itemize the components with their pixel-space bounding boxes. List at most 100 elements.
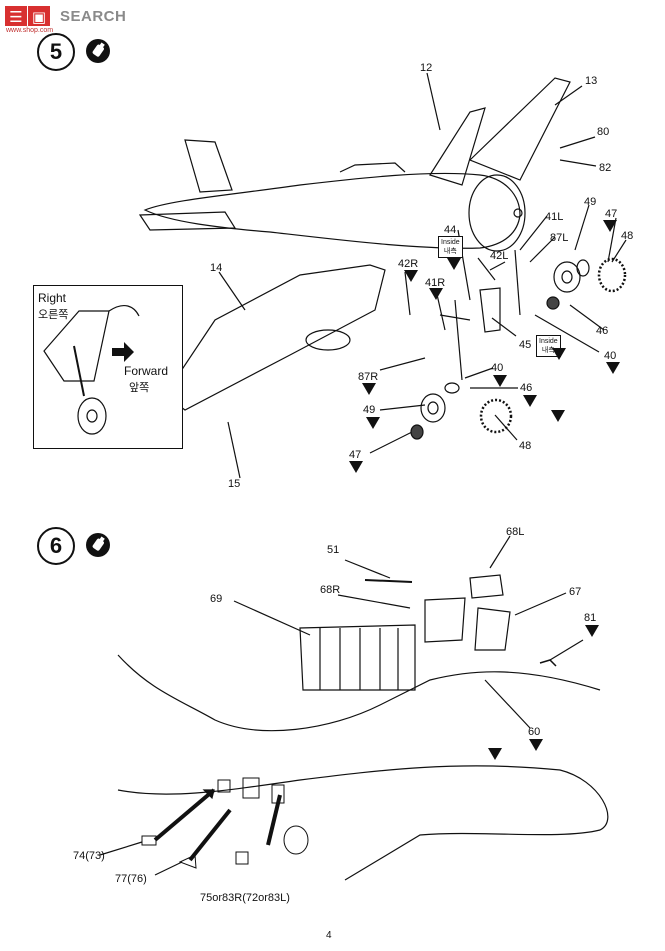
paint-triangle-icon	[493, 375, 507, 387]
step-6-armor	[469, 574, 504, 599]
label-15: 15	[228, 478, 241, 490]
step-6-badge: 6	[37, 527, 75, 565]
inside-note-en: Inside	[441, 239, 460, 246]
label-51: 51	[327, 544, 340, 556]
gear-leg-42L	[477, 257, 496, 281]
wheel-48-right	[479, 398, 513, 434]
label-69: 69	[210, 593, 223, 605]
label-68L: 68L	[506, 526, 525, 538]
label-41R: 41R	[425, 277, 446, 289]
gear-door	[479, 287, 501, 333]
wheel-well	[305, 329, 351, 351]
paint-triangle-icon	[551, 410, 565, 422]
label-13: 13	[585, 75, 598, 87]
wheel-48-left	[597, 257, 627, 293]
paint-triangle-icon	[447, 258, 461, 270]
gear-strut	[454, 299, 463, 381]
part-74	[141, 835, 157, 846]
gear-leg-41L	[514, 249, 521, 316]
inset-forward-korean: 앞쪽	[129, 382, 150, 394]
glue-icon	[86, 533, 110, 557]
svg-text:☰: ☰	[9, 8, 22, 26]
paint-triangle-icon	[529, 739, 543, 751]
propeller-hub	[513, 208, 523, 218]
label-40-right: 40	[604, 350, 617, 362]
label-60: 60	[528, 726, 541, 738]
label-46-mid: 46	[520, 382, 533, 394]
orientation-inset: Right 오른쪽 Forward 앞쪽	[33, 285, 183, 449]
paint-triangle-icon	[606, 362, 620, 374]
inside-note-en-2: Inside	[539, 338, 558, 345]
step-6-lower-fuselage	[117, 765, 609, 881]
step-6-windscreen	[424, 597, 466, 643]
inset-forward-label: Forward	[124, 364, 169, 378]
step-6-fuselage-top	[117, 654, 601, 732]
label-44: 44	[444, 224, 457, 236]
folded-wing-2	[468, 77, 571, 181]
step-6-front-canopy	[474, 607, 511, 651]
lower-wing	[164, 264, 386, 411]
label-48-bottom: 48	[519, 440, 532, 452]
paint-triangle-icon	[429, 288, 443, 300]
inset-right-label: Right	[38, 291, 67, 305]
label-80: 80	[597, 126, 610, 138]
label-75or83R: 75or83R(72or83L)	[200, 892, 290, 904]
engine-cowling	[468, 174, 526, 252]
part-77	[178, 854, 197, 869]
hub-47-right	[410, 424, 424, 440]
fuselage-outline	[143, 172, 521, 249]
label-42L: 42L	[490, 250, 509, 262]
label-74-73: 74(73)	[73, 850, 105, 862]
step-6-canopy-frame	[299, 624, 416, 691]
label-48-top: 48	[621, 230, 634, 242]
label-49-bottom: 49	[363, 404, 376, 416]
step-5-number: 5	[49, 39, 63, 64]
label-81: 81	[584, 612, 597, 624]
part-75	[235, 851, 249, 865]
inset-right-korean: 오른쪽	[38, 309, 69, 321]
watermark-text: SEARCH	[60, 8, 127, 25]
paint-triangle-icon	[603, 220, 617, 232]
step-6-number: 6	[49, 533, 63, 558]
page-number: 4	[326, 930, 332, 941]
gear-bay	[43, 310, 110, 382]
label-47-top: 47	[605, 208, 618, 220]
paint-triangle-icon	[523, 395, 537, 407]
watermark-url: www.shop.com	[6, 27, 54, 34]
inset-drawing	[43, 304, 140, 435]
hub-40-right	[444, 382, 460, 394]
step-5-badge: 5	[37, 33, 75, 71]
hub-46-left	[546, 296, 560, 310]
inside-note-ko: 내측	[443, 248, 457, 255]
label-87L: 87L	[550, 232, 569, 244]
label-87R: 87R	[358, 371, 379, 383]
paint-triangle-icon	[585, 625, 599, 637]
hub-47-left	[576, 259, 590, 277]
inside-note-44: Inside 내측	[438, 236, 463, 258]
inset-wheel	[77, 397, 107, 435]
label-45: 45	[519, 339, 532, 351]
label-42R: 42R	[398, 258, 419, 270]
label-40-mid: 40	[491, 362, 504, 374]
folded-wing	[429, 107, 486, 186]
horizontal-tail	[138, 211, 237, 231]
label-77-76: 77(76)	[115, 873, 147, 885]
label-12: 12	[420, 62, 433, 74]
paint-triangle-icon	[404, 270, 418, 282]
tail-fin	[184, 139, 233, 193]
watermark-logo: ☰ ▣	[5, 6, 50, 26]
label-41L: 41L	[545, 211, 564, 223]
canopy	[339, 162, 406, 173]
paint-triangle-icon	[488, 748, 502, 760]
label-46-right: 46	[596, 325, 609, 337]
label-49-top: 49	[584, 196, 597, 208]
label-82: 82	[599, 162, 612, 174]
paint-triangle-icon	[552, 348, 566, 360]
forward-arrow-icon	[112, 342, 134, 362]
paint-triangle-icon	[366, 417, 380, 429]
label-14: 14	[210, 262, 223, 274]
paint-triangle-icon	[349, 461, 363, 473]
paint-triangle-icon	[362, 383, 376, 395]
svg-text:▣: ▣	[32, 8, 46, 26]
label-68R: 68R	[320, 584, 341, 596]
